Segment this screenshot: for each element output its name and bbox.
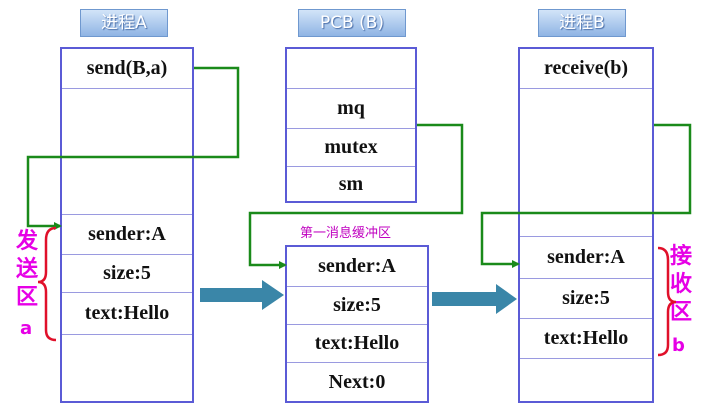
process-b-box: receive(b) sender:A size:5 text:Hello — [518, 47, 654, 403]
receive-area-letter: b — [672, 335, 685, 356]
process-a-title: 进程A — [80, 9, 168, 37]
receive-to-buffer-link — [480, 123, 692, 268]
send-to-buffer-link — [26, 66, 240, 230]
process-b-size-cell: size:5 — [520, 279, 652, 319]
pcb-mutex-cell: mutex — [287, 129, 415, 167]
pcb-title: PCB (B) — [298, 9, 406, 37]
message-size-cell: size:5 — [287, 287, 427, 325]
message-text-cell: text:Hello — [287, 325, 427, 363]
pcb-sm-cell: sm — [338, 172, 364, 195]
message-buffer-caption: 第一消息缓冲区 — [300, 226, 392, 241]
process-b-text-cell: text:Hello — [520, 319, 652, 359]
process-a-box: send(B,a) sender:A size:5 text:Hello — [60, 47, 194, 403]
receive-area-bracket — [657, 246, 677, 357]
process-a-sender-cell: sender:A — [62, 215, 192, 255]
process-b-empty-area — [520, 89, 652, 237]
message-sender-cell: sender:A — [287, 247, 427, 287]
send-area-letter: a — [20, 318, 33, 339]
send-area-label-text: 发送区 — [15, 229, 38, 310]
message-next-cell: Next:0 — [328, 370, 386, 393]
message-buffer-box: sender:A size:5 text:Hello Next:0 — [285, 245, 429, 403]
mq-to-message-link — [248, 123, 464, 269]
pcb-mq-cell: mq — [287, 89, 415, 129]
receive-area-label-text: 接收区 — [669, 244, 692, 325]
copy-arrow-a-to-buffer — [200, 280, 284, 310]
process-a-send-call: send(B,a) — [62, 49, 192, 89]
process-a-text-cell: text:Hello — [62, 293, 192, 335]
process-b-sender-cell: sender:A — [520, 237, 652, 279]
process-b-receive-call: receive(b) — [520, 49, 652, 89]
process-b-title: 进程B — [538, 9, 626, 37]
send-area-label: 发送区 — [14, 228, 40, 312]
receive-area-label: 接收区 — [668, 243, 694, 327]
process-a-size-cell: size:5 — [62, 255, 192, 293]
pcb-box: mq mutex sm — [285, 47, 417, 203]
copy-arrow-buffer-to-b — [432, 284, 517, 314]
pcb-empty-area — [287, 49, 415, 89]
send-area-bracket — [37, 226, 57, 342]
process-a-empty-area — [62, 89, 192, 215]
